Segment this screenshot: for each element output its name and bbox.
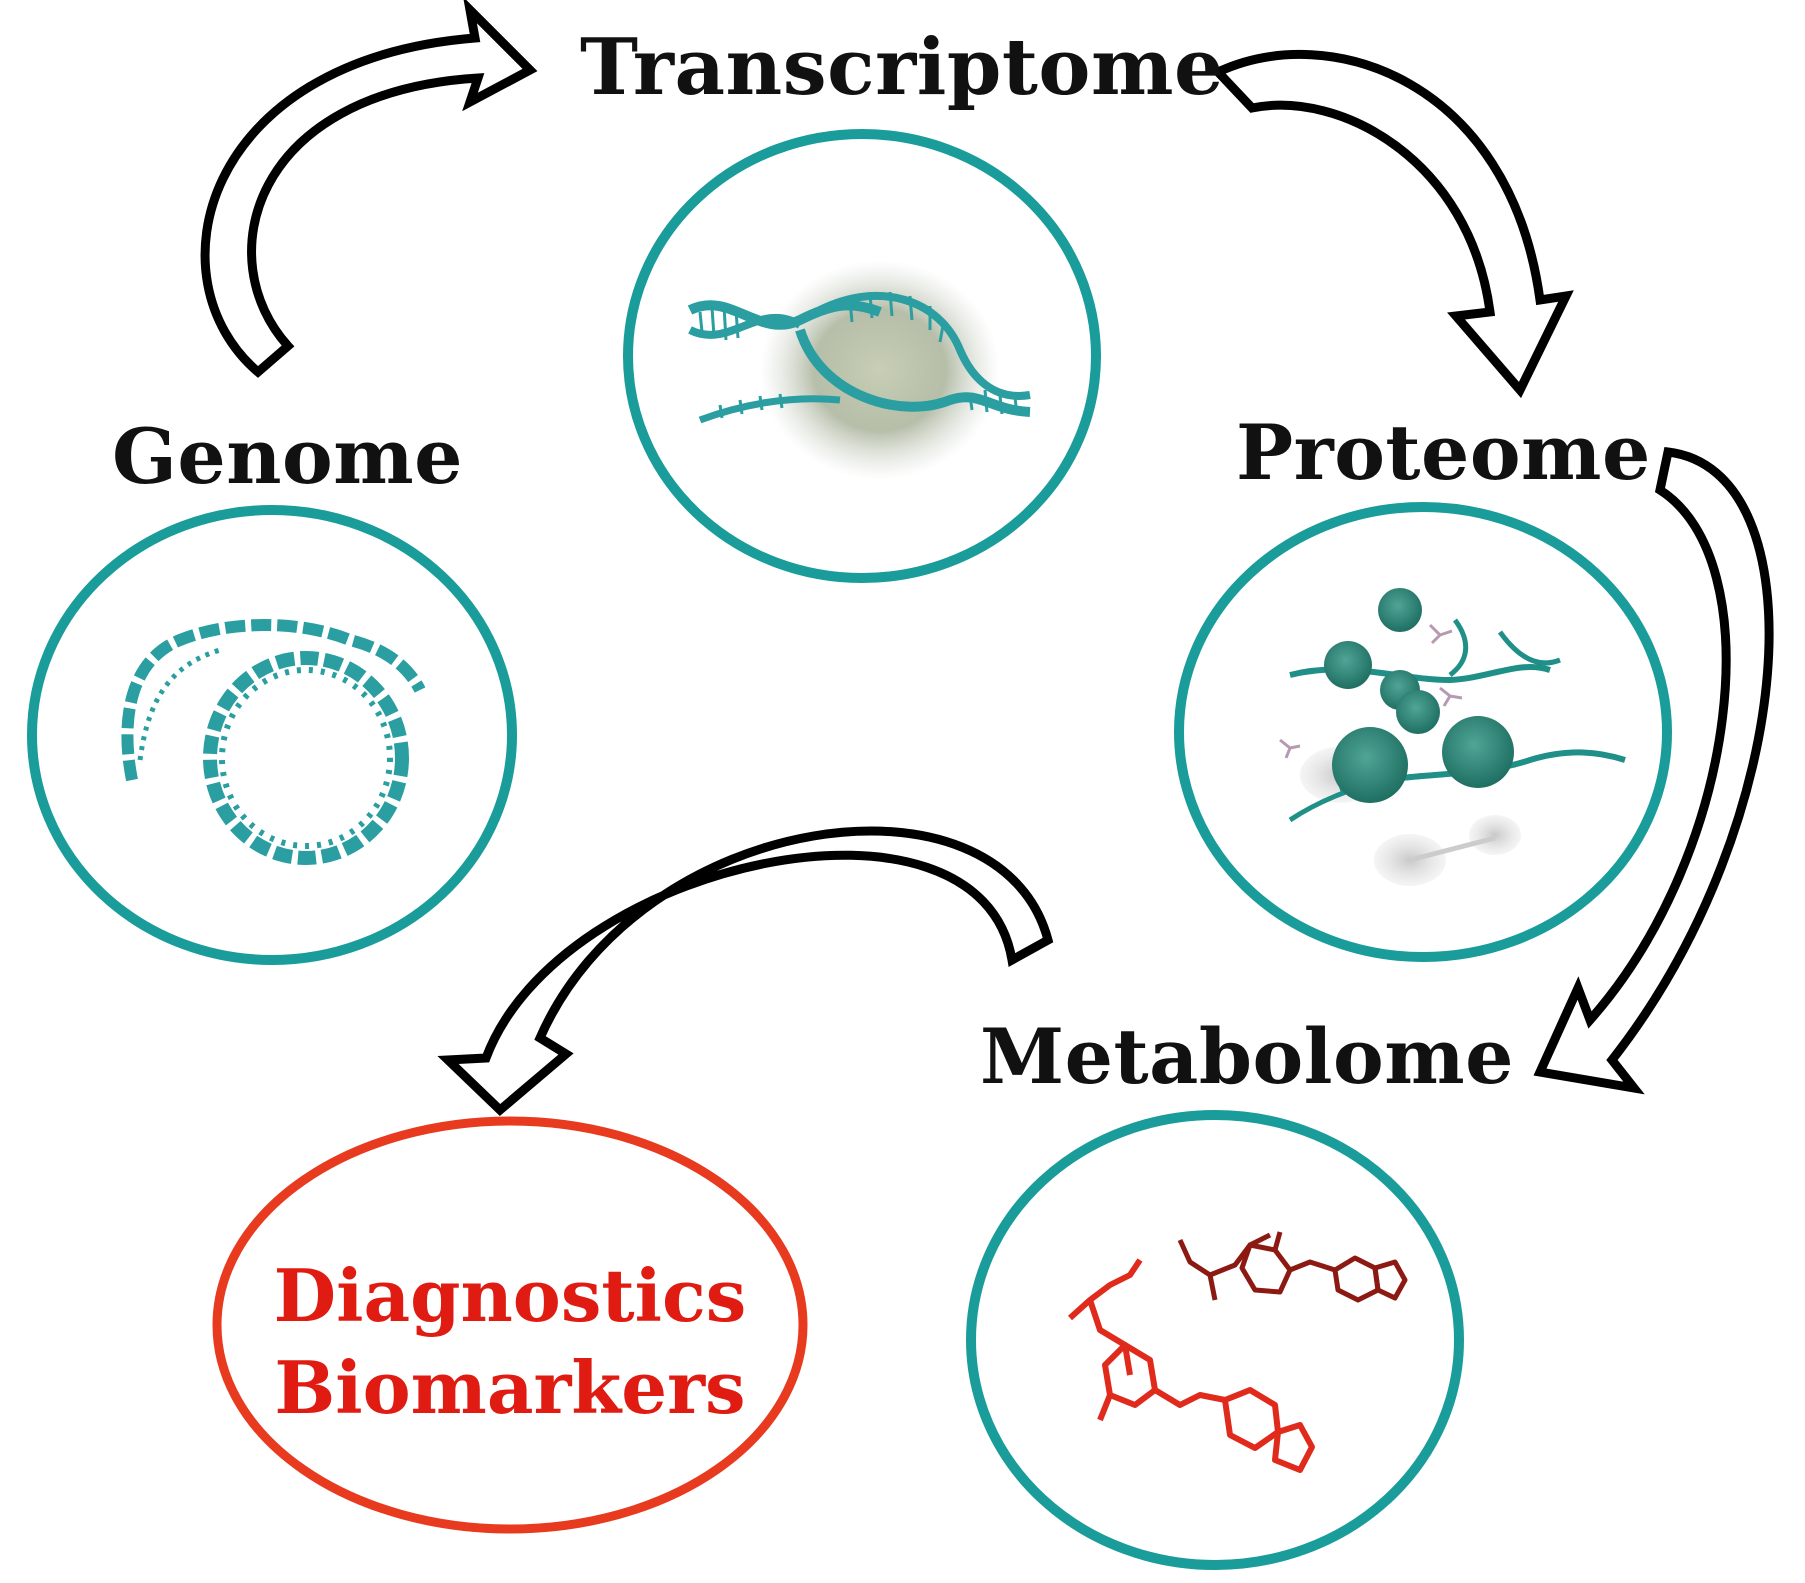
metabolome-circle: [966, 1110, 1464, 1570]
molecule-structure-icon: [1067, 1231, 1408, 1473]
genome-circle: [27, 505, 517, 965]
rna-transcription-icon: [687, 260, 1031, 480]
metabolome-node: [966, 1110, 1464, 1570]
dna-double-helix-icon: [121, 619, 426, 865]
diagnostics-node: [212, 1116, 808, 1534]
proteome-node: [1174, 502, 1672, 962]
transcriptome-label: Transcriptome: [580, 22, 1225, 113]
genome-node: [27, 505, 517, 965]
arrow-transcriptome-to-proteome: [1210, 50, 1574, 399]
arrow-proteome-to-metabolome: [1533, 447, 1774, 1095]
transcriptome-node: [623, 129, 1101, 583]
arrow-genome-to-transcriptome: [200, 0, 538, 378]
ribosome-translation-icon: [1279, 588, 1626, 886]
biomarkers-label: Biomarkers: [274, 1345, 746, 1430]
diagnostics-oval: [212, 1116, 808, 1534]
diagnostics-label: Diagnostics: [273, 1253, 747, 1338]
arrow-metabolome-to-diagnostics: [437, 826, 1054, 1117]
metabolome-label: Metabolome: [980, 1012, 1514, 1101]
genome-label: Genome: [112, 412, 463, 501]
proteome-label: Proteome: [1236, 408, 1651, 497]
